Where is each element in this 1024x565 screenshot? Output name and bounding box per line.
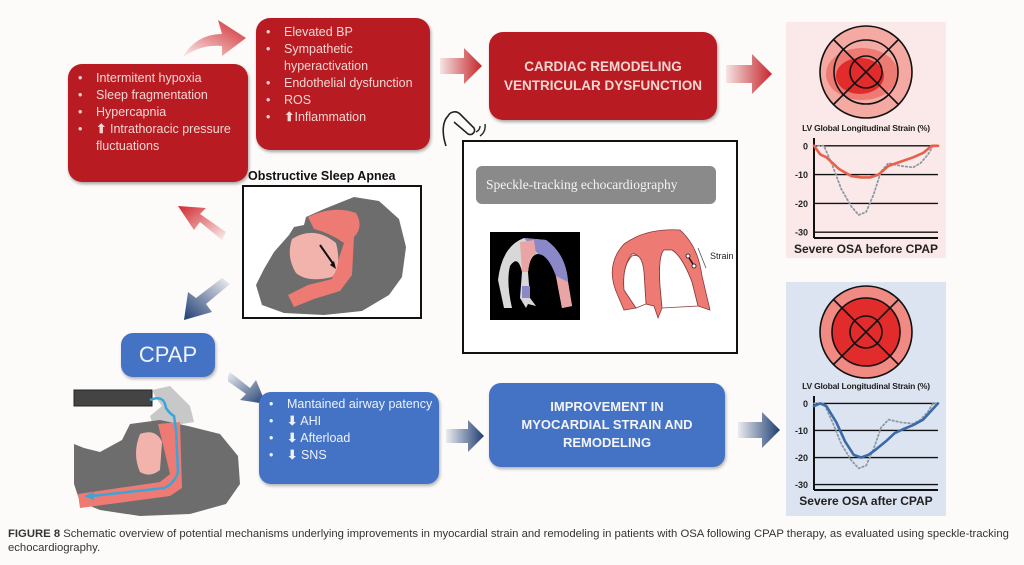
strain-label: Strain	[710, 251, 734, 261]
y-tick-label: 0	[803, 399, 808, 409]
cpap-label: CPAP	[138, 342, 198, 367]
y-tick-label: -20	[795, 453, 808, 463]
y-tick-label: -20	[795, 199, 808, 209]
effect-item: ROS	[262, 92, 424, 109]
mechanism-item: Hypercapnia	[74, 104, 242, 121]
up-arrow-icon: ⬆	[96, 122, 107, 136]
improvement-line-3: REMODELING	[562, 435, 652, 450]
osa-illustration	[242, 185, 422, 319]
heart-strain-diagram	[611, 229, 711, 320]
before-cpap-panel: LV Global Longitudinal Strain (%) 0 -10 -2…	[786, 22, 946, 258]
y-tick-label: -30	[795, 480, 808, 490]
cpap-effects-box: Mantained airway patency ⬇ AHI ⬇ Afterlo…	[259, 392, 439, 484]
arrow-right-icon	[738, 412, 780, 448]
series-line-normal-reference	[813, 144, 939, 216]
cardiac-line-1: CARDIAC REMODELING	[524, 59, 682, 74]
cpap-effect-item: ⬇ Afterload	[265, 430, 433, 447]
effect-item: ⬆Inflammation	[262, 109, 424, 126]
down-arrow-icon: ⬇	[287, 431, 298, 445]
echo-image	[490, 232, 580, 320]
arrow-right-icon	[440, 48, 482, 84]
figure-caption-text: Schematic overview of potential mechanis…	[8, 528, 1009, 554]
cardiac-line-2: VENTRICULAR DYSFUNCTION	[504, 78, 702, 93]
chart-caption: Severe OSA after CPAP	[799, 494, 933, 508]
effects-box: Elevated BP Sympathetic hyperactivation …	[256, 18, 430, 150]
down-arrow-icon: ⬇	[287, 414, 298, 428]
osa-panel-title: Obstructive Sleep Apnea	[248, 169, 396, 183]
up-arrow-icon: ⬆	[284, 110, 295, 124]
arrow-up-right-icon	[182, 20, 246, 58]
series-line-patient	[812, 144, 940, 179]
cardiac-remodeling-box: CARDIAC REMODELING VENTRICULAR DYSFUNCTI…	[489, 32, 717, 120]
y-tick-label: -10	[795, 426, 808, 436]
cpap-effect-item: ⬇ SNS	[265, 447, 433, 464]
improvement-line-1: IMPROVEMENT IN	[550, 399, 664, 414]
down-arrow-icon: ⬇	[287, 448, 298, 462]
arrow-right-icon	[446, 420, 484, 452]
cpap-effect-item: ⬇ AHI	[265, 413, 433, 430]
chart-title: LV Global Longitudinal Strain (%)	[802, 123, 930, 133]
osa-mechanisms-box: Intermitent hypoxia Sleep fragmentation …	[68, 64, 248, 182]
cpap-effect-item: Mantained airway patency	[265, 396, 433, 413]
speckle-tracking-panel: Speckle-tracking echocardiography Strain	[462, 140, 738, 354]
improvement-box: IMPROVEMENT IN MYOCARDIAL STRAIN AND REM…	[489, 383, 725, 467]
figure-caption: FIGURE 8 Schematic overview of potential…	[8, 527, 1018, 555]
speckle-title: Speckle-tracking echocardiography	[486, 177, 678, 192]
arrow-down-right-icon	[228, 372, 266, 404]
ultrasound-probe-icon	[442, 111, 486, 147]
chart-title: LV Global Longitudinal Strain (%)	[802, 381, 930, 391]
y-tick-label: -10	[795, 170, 808, 180]
strain-chart-after: 0 -10 -20 -30	[795, 396, 940, 491]
cpap-illustration	[70, 384, 250, 520]
series-line-patient	[812, 402, 940, 459]
arrow-down-left-icon	[184, 278, 230, 320]
strain-chart-before: 0 -10 -20 -30	[795, 138, 940, 239]
effect-item: Endothelial dysfunction	[262, 75, 424, 92]
mechanism-item: Intermitent hypoxia	[74, 70, 242, 87]
y-tick-label: -30	[795, 228, 808, 238]
effect-item: Sympathetic hyperactivation	[262, 41, 424, 75]
arrow-right-icon	[726, 54, 772, 94]
bullseye-after	[819, 285, 913, 379]
y-tick-label: 0	[803, 141, 808, 151]
chart-caption: Severe OSA before CPAP	[793, 242, 939, 256]
improvement-line-2: MYOCARDIAL STRAIN AND	[521, 417, 693, 432]
mechanism-item: ⬆ Intrathoracic pressure fluctuations	[74, 121, 242, 155]
cpap-label-box: CPAP	[121, 333, 215, 377]
after-cpap-panel: LV Global Longitudinal Strain (%) 0 -10 -2…	[786, 282, 946, 516]
speckle-title-box: Speckle-tracking echocardiography	[476, 166, 716, 204]
effect-item: Elevated BP	[262, 24, 424, 41]
figure-label: FIGURE 8	[8, 528, 61, 540]
series-line-normal-reference	[813, 402, 939, 470]
arrow-up-left-icon	[178, 206, 226, 240]
bullseye-before	[819, 25, 913, 119]
mechanism-item: Sleep fragmentation	[74, 87, 242, 104]
